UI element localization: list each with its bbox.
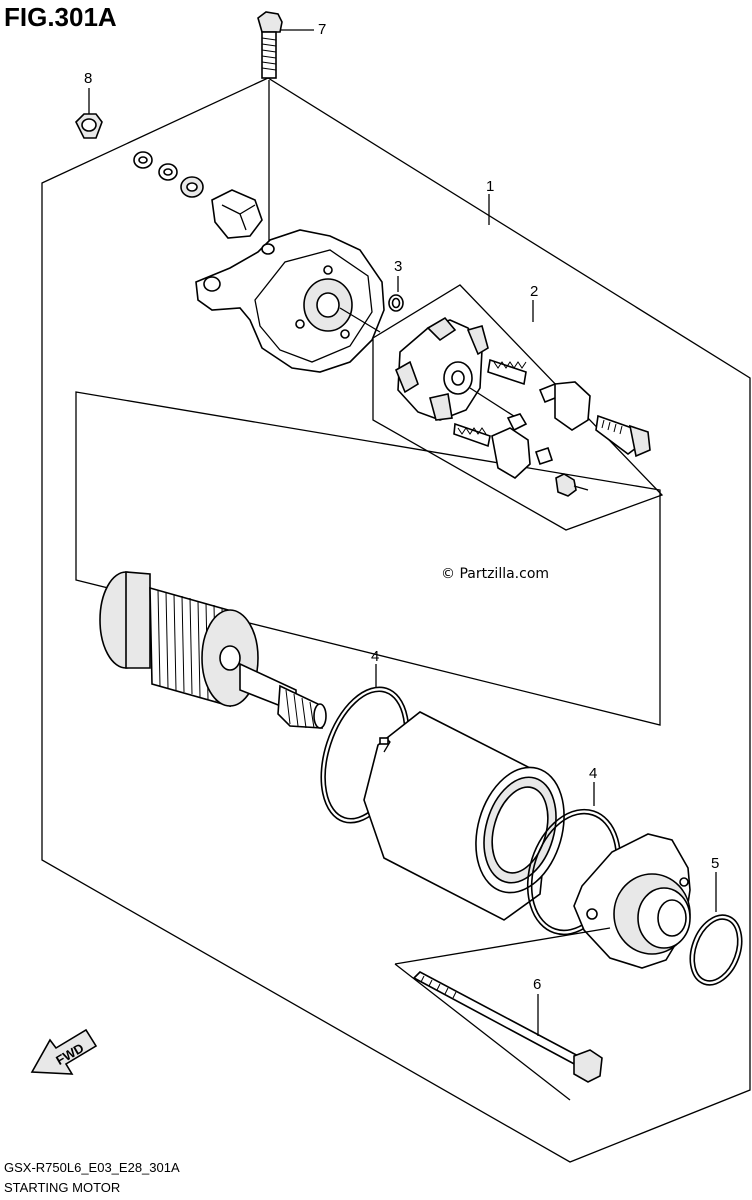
callout-5[interactable]: 5 xyxy=(711,855,720,872)
callout-8[interactable]: 8 xyxy=(84,70,93,87)
yoke-housing[interactable] xyxy=(363,711,578,921)
figure-title: FIG.301A xyxy=(4,2,117,32)
front-cover[interactable] xyxy=(394,833,691,1101)
figure-code: GSX-R750L6_E03_E28_301A xyxy=(4,1160,180,1175)
callout-2[interactable]: 2 xyxy=(530,283,539,300)
end-cover-housing[interactable] xyxy=(195,229,385,373)
brush-holder-part-2[interactable] xyxy=(394,316,651,497)
watermark-text: © Partzilla.com xyxy=(441,566,550,582)
callout-leaders xyxy=(88,29,717,1036)
nut-part-8[interactable] xyxy=(75,113,103,139)
o-ring-part-5[interactable] xyxy=(681,908,751,992)
washer-stack xyxy=(133,151,263,239)
o-ring-part-3[interactable] xyxy=(388,294,404,312)
armature[interactable] xyxy=(99,571,327,729)
callout-6[interactable]: 6 xyxy=(533,976,542,993)
armature-outline xyxy=(75,391,661,726)
callout-4-upper[interactable]: 4 xyxy=(371,648,380,665)
callout-3[interactable]: 3 xyxy=(394,258,403,275)
through-bolt-part-6[interactable] xyxy=(412,971,603,1083)
callout-4-lower[interactable]: 4 xyxy=(589,765,598,782)
assembly-2-outline xyxy=(372,284,664,531)
callout-1[interactable]: 1 xyxy=(486,178,495,195)
fwd-arrow-icon: FWD xyxy=(30,1028,98,1075)
bolt-part-7[interactable] xyxy=(257,11,283,250)
callout-7[interactable]: 7 xyxy=(318,21,327,38)
figure-caption: STARTING MOTOR xyxy=(4,1180,121,1195)
